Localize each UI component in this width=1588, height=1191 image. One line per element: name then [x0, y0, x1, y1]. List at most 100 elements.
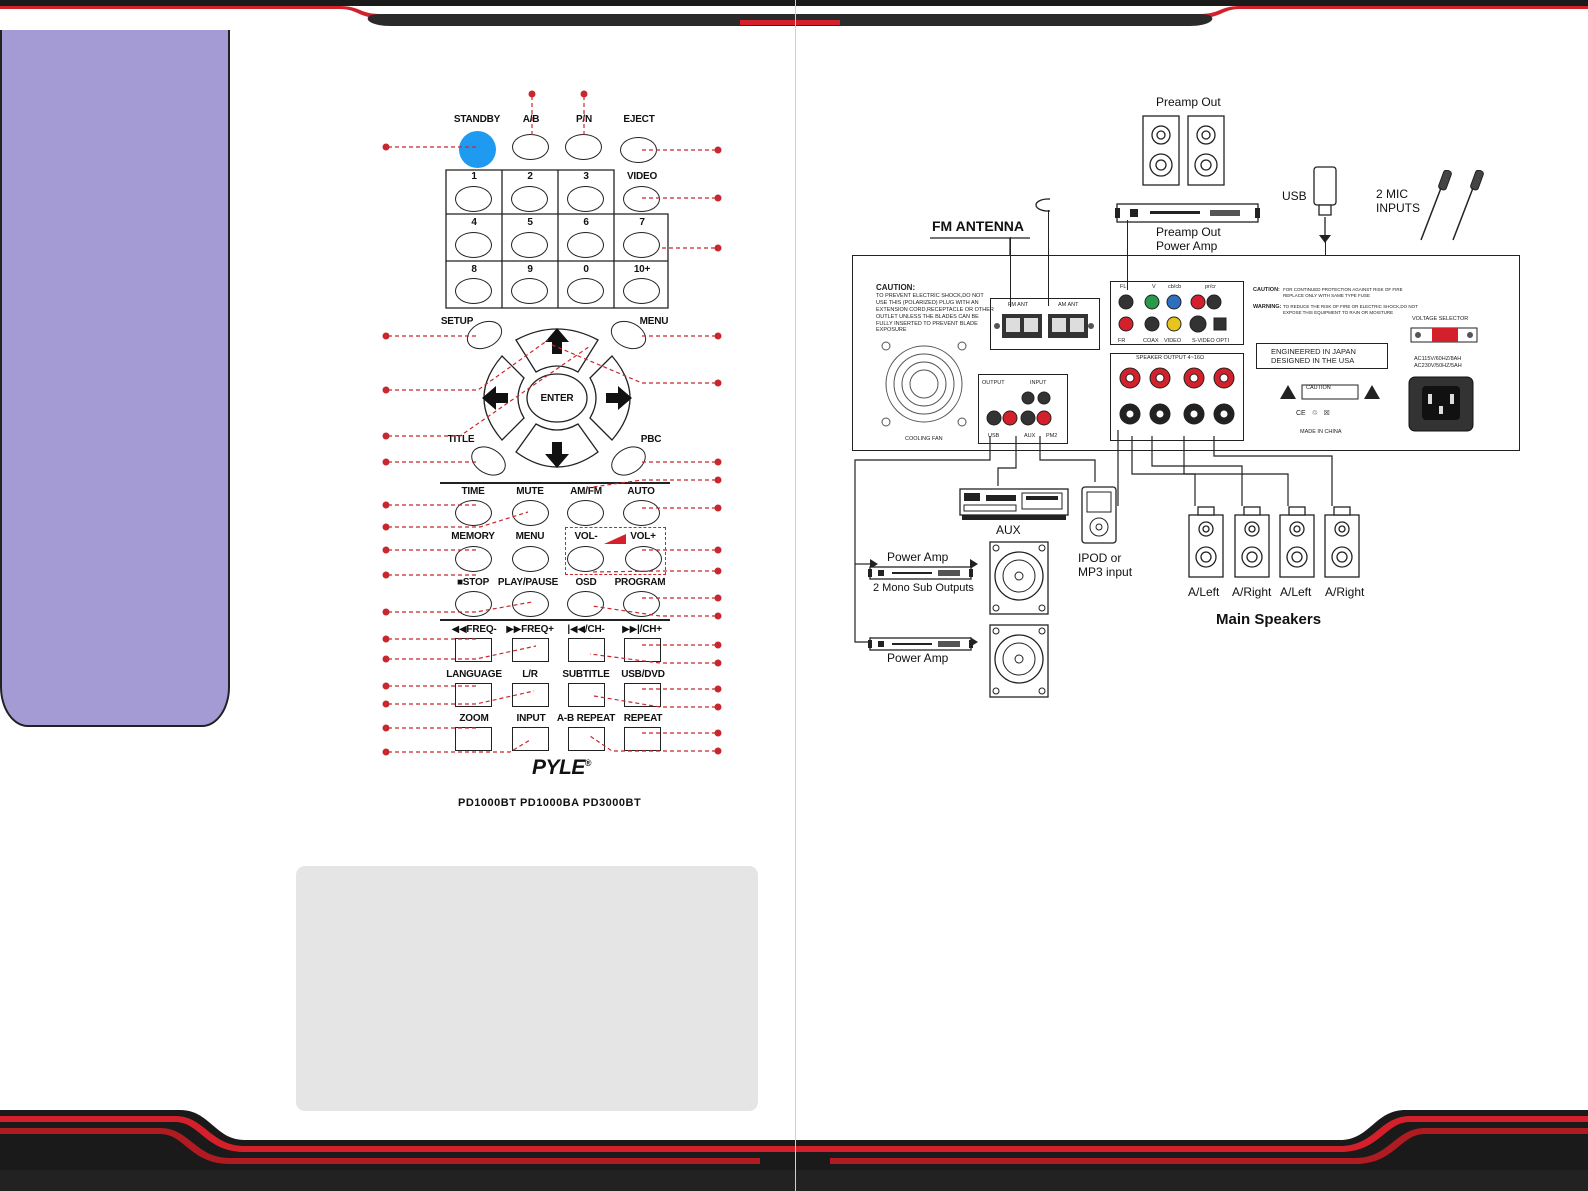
num-2-button[interactable]: [511, 186, 548, 212]
time-button[interactable]: [455, 500, 492, 526]
speaker-output-label: SPEAKER OUTPUT 4~16Ω: [1136, 355, 1205, 361]
vol-plus-label: VOL+: [630, 531, 656, 542]
vol-minus-button[interactable]: [567, 546, 604, 572]
subtitle-label: SUBTITLE: [562, 669, 610, 680]
auto-button[interactable]: [623, 500, 660, 526]
num-10plus-label: 10+: [633, 264, 651, 275]
menu-button[interactable]: [512, 546, 549, 572]
num-0-button[interactable]: [567, 278, 604, 304]
repeat-button[interactable]: [624, 727, 661, 751]
usb-wire: [1325, 236, 1327, 256]
subtitle-button[interactable]: [568, 683, 605, 707]
num-1-button[interactable]: [455, 186, 492, 212]
repeat-label: REPEAT: [623, 713, 663, 724]
remote-section-line: [440, 619, 670, 621]
speaker-a-left-2: A/Left: [1280, 585, 1312, 599]
setup-label: SETUP: [440, 316, 474, 327]
caution-title: CAUTION:: [876, 283, 916, 292]
voltage-selector-label: VOLTAGE SELECTOR: [1412, 316, 1469, 322]
volume-ramp-icon: [604, 534, 626, 544]
ac-rating-2: AC230V/50HZ/5AH: [1414, 363, 1462, 369]
input-button[interactable]: [512, 727, 549, 751]
num-10plus-button[interactable]: [623, 278, 660, 304]
ac-rating-1: AC115V/60HZ/8AH: [1414, 356, 1462, 362]
osd-button[interactable]: [567, 591, 604, 617]
navigation-pad[interactable]: [472, 322, 642, 482]
zoom-button[interactable]: [455, 727, 492, 751]
stop-button[interactable]: [455, 591, 492, 617]
preamp-out-top-label: Preamp Out: [1156, 95, 1221, 109]
usb-stick-icon: [1313, 166, 1337, 243]
preamp-out-label: Preamp Out: [1156, 225, 1221, 239]
num-6-button[interactable]: [567, 232, 604, 258]
standby-button[interactable]: [459, 131, 496, 168]
play-pause-label: PLAY/PAUSE: [497, 577, 559, 588]
ipod-icon: [1081, 486, 1117, 544]
cooling-fan-label: COOLING FAN: [905, 436, 943, 442]
engineered-box: [1256, 343, 1388, 369]
fm-antenna-label: FM ANTENNA: [932, 218, 1025, 234]
caution-text: TO PREVENT ELECTRIC SHOCK,DO NOT USE THI…: [876, 293, 994, 334]
language-button[interactable]: [455, 683, 492, 707]
preamp-wire: [1127, 220, 1129, 290]
input-label: INPUT: [1030, 380, 1047, 386]
program-button[interactable]: [623, 591, 660, 617]
brand-logo: PYLE®: [532, 756, 592, 779]
prev-ch-button[interactable]: [568, 638, 605, 662]
preamp-speakers-icon: [1142, 115, 1225, 186]
engineered-japan: ENGINEERED IN JAPAN: [1271, 347, 1356, 356]
top-decorative-bar: [0, 0, 1588, 30]
freq-minus-label: ◀◀FREQ-: [451, 624, 497, 635]
antenna-icon: [930, 198, 1050, 255]
num-5-button[interactable]: [511, 232, 548, 258]
model-numbers: PD1000BT PD1000BA PD3000BT: [458, 797, 642, 809]
menu-label: MENU: [515, 531, 545, 542]
power-amp-2-icon: [868, 637, 973, 651]
cert-icons: CE ♲ ☒: [1296, 410, 1330, 417]
am-antenna-wire: [1048, 210, 1050, 306]
mute-button[interactable]: [512, 500, 549, 526]
num-9-button[interactable]: [511, 278, 548, 304]
play-pause-button[interactable]: [512, 591, 549, 617]
auto-label: AUTO: [627, 486, 655, 497]
usb-dvd-button[interactable]: [624, 683, 661, 707]
num-6-label: 6: [583, 217, 589, 228]
page-divider: [795, 0, 796, 1191]
amfm-button[interactable]: [567, 500, 604, 526]
speaker-a-right-1: A/Right: [1232, 585, 1272, 599]
lr-label: L/R: [522, 669, 538, 680]
eject-label: EJECT: [623, 114, 655, 125]
num-7-button[interactable]: [623, 232, 660, 258]
lr-button[interactable]: [512, 683, 549, 707]
freq-plus-label: ▶▶FREQ+: [506, 624, 554, 635]
rear-panel: [852, 255, 1520, 451]
designed-usa: DESIGNED IN THE USA: [1271, 356, 1355, 365]
usb-jack-label: USB: [988, 433, 1000, 439]
num-3-button[interactable]: [567, 186, 604, 212]
output-label: OUTPUT: [982, 380, 1005, 386]
num-0-label: 0: [583, 264, 589, 275]
caution-badge-label: CAUTION: [1306, 385, 1331, 391]
num-3-label: 3: [583, 171, 589, 182]
stop-label: ■STOP: [456, 577, 490, 588]
ab-button[interactable]: [512, 134, 549, 160]
speaker-a-left-1: A/Left: [1188, 585, 1220, 599]
ab-repeat-button[interactable]: [568, 727, 605, 751]
num-1-label: 1: [471, 171, 477, 182]
ipod-label-1: IPOD or: [1078, 551, 1122, 565]
prpr-label: pr/cr: [1205, 284, 1216, 290]
bottom-decorative-bar: [0, 1110, 1588, 1191]
num-8-button[interactable]: [455, 278, 492, 304]
num-4-button[interactable]: [455, 232, 492, 258]
next-ch-button[interactable]: [624, 638, 661, 662]
ab-label: A/B: [522, 114, 540, 125]
ab-repeat-label: A-B REPEAT: [556, 713, 616, 724]
freq-minus-button[interactable]: [455, 638, 492, 662]
power-amp-2-label: Power Amp: [887, 651, 949, 665]
input-label: INPUT: [516, 713, 546, 724]
num-8-label: 8: [471, 264, 477, 275]
video-button[interactable]: [623, 186, 660, 212]
title-label: TITLE: [447, 434, 475, 445]
voltage-selector-switch: [1410, 327, 1478, 343]
freq-plus-button[interactable]: [512, 638, 549, 662]
